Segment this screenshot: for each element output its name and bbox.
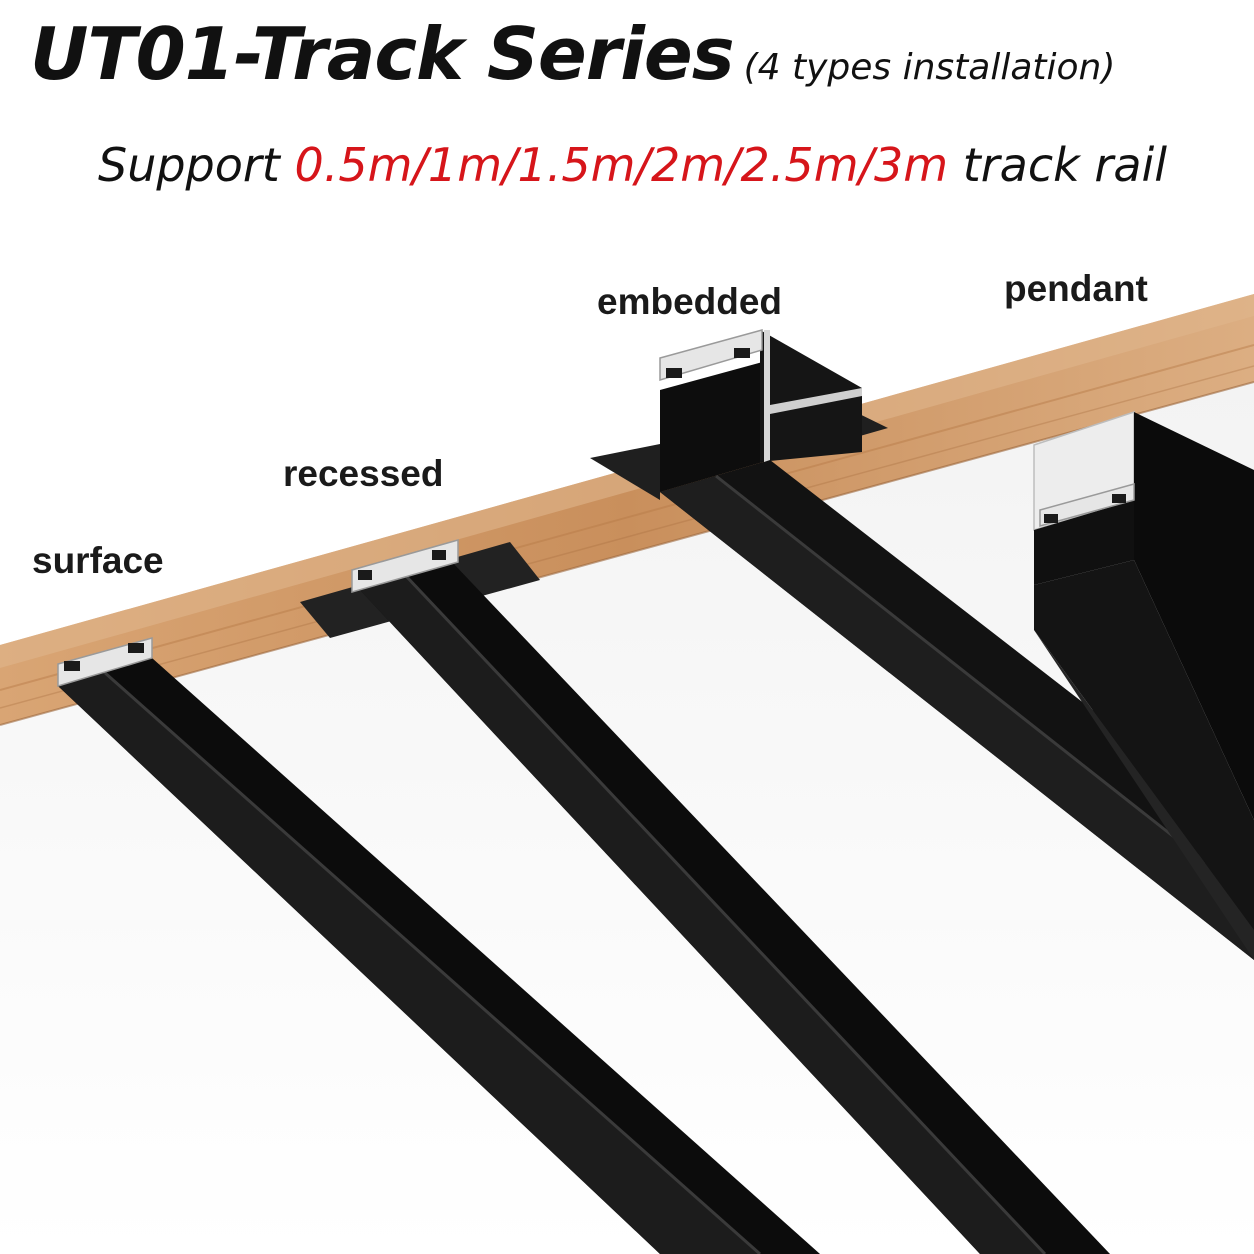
title-main: UT01-Track Series [30, 12, 735, 96]
label-pendant: pendant [1004, 268, 1148, 309]
page-title: UT01-Track Series(4 types installation) [30, 12, 1115, 96]
title-note: (4 types installation) [743, 47, 1116, 88]
label-recessed: recessed [283, 453, 444, 494]
label-embedded: embedded [597, 281, 783, 322]
embedded-rail [590, 329, 1254, 960]
pendant-rail [1033, 410, 1254, 960]
recessed-rail [300, 539, 1110, 1254]
subtitle: Support 0.5m/1m/1.5m/2m/2.5m/3m track ra… [98, 138, 1167, 192]
label-surface: surface [32, 540, 164, 581]
surface-rail [57, 637, 820, 1254]
subtitle-prefix: Support [98, 138, 295, 192]
subtitle-lengths: 0.5m/1m/1.5m/2m/2.5m/3m [294, 138, 949, 192]
subtitle-suffix: track rail [948, 138, 1168, 192]
